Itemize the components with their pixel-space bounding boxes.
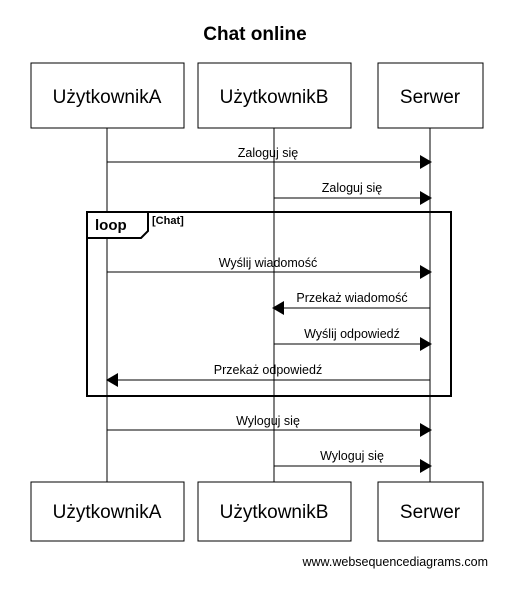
actor-label: UżytkownikB [220, 502, 329, 523]
message-label: Przekaż odpowiedź [214, 363, 322, 377]
actor-usera-bottom: UżytkownikA [30, 481, 185, 542]
actor-usera-top: UżytkownikA [30, 62, 185, 129]
message-label: Zaloguj się [238, 146, 298, 160]
message-label: Zaloguj się [322, 181, 382, 195]
loop-keyword: loop [95, 217, 127, 234]
actor-label: Serwer [400, 87, 461, 108]
message-label: Wyloguj się [236, 414, 300, 428]
diagram-title: Chat online [203, 24, 306, 45]
actor-userb-bottom: UżytkownikB [197, 481, 352, 542]
message-login-b: Zaloguj się [274, 181, 432, 205]
message-label: Wyślij odpowiedź [304, 327, 400, 341]
message-label: Przekaż wiadomość [296, 291, 407, 305]
actor-server-bottom: Serwer [377, 481, 484, 542]
message-forward-reply: Przekaż odpowiedź [106, 363, 430, 387]
loop-frame: loop [Chat] [86, 211, 452, 397]
actor-server-top: Serwer [377, 62, 484, 129]
actor-label: UżytkownikA [53, 87, 162, 108]
message-forward: Przekaż wiadomość [272, 291, 430, 315]
actor-label: UżytkownikB [220, 87, 329, 108]
message-label: Wyloguj się [320, 449, 384, 463]
footer-watermark: www.websequencediagrams.com [301, 555, 488, 569]
message-label: Wyślij wiadomość [219, 256, 318, 270]
message-reply: Wyślij odpowiedź [274, 327, 432, 351]
message-logout-a: Wyloguj się [107, 414, 432, 437]
actor-label: UżytkownikA [53, 502, 162, 523]
actor-userb-top: UżytkownikB [197, 62, 352, 129]
loop-condition: [Chat] [152, 215, 184, 227]
actor-label: Serwer [400, 502, 461, 523]
message-send: Wyślij wiadomość [107, 256, 432, 279]
message-logout-b: Wyloguj się [274, 449, 432, 473]
message-login-a: Zaloguj się [107, 146, 432, 169]
